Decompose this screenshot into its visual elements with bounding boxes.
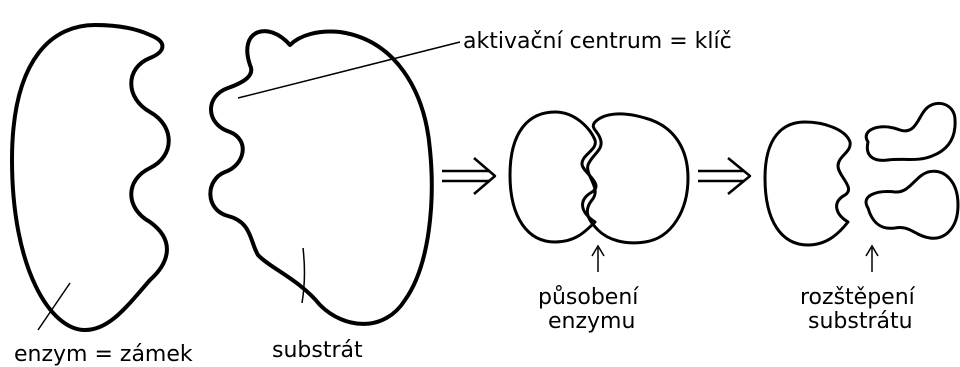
implies-arrow-icon <box>442 158 495 194</box>
enzyme-substrate-complex <box>510 112 688 272</box>
substrate-label: substrát <box>272 338 363 363</box>
action-label-line1: působení <box>538 285 639 310</box>
substrate-shape <box>210 31 431 324</box>
complex-enzyme-shape <box>510 112 596 242</box>
substrate-fragment-bottom <box>866 171 958 238</box>
cleaved-substrate-stage <box>765 103 958 272</box>
cleavage-label-line2: substrátu <box>808 309 913 334</box>
substrate-leader <box>302 248 304 303</box>
substrate-fragment-top <box>866 103 955 160</box>
enzyme-label: enzym = zámek <box>14 342 193 367</box>
cleavage-label-line1: rozštěpení <box>800 285 916 310</box>
implies-arrow-icon <box>698 158 750 194</box>
active-center-leader <box>238 42 460 98</box>
active-center-label: aktivační centrum = klíč <box>463 29 732 54</box>
complex-substrate-shape <box>587 114 688 243</box>
enzyme-shape <box>12 25 169 330</box>
free-enzyme-shape <box>765 122 850 245</box>
action-label-line2: enzymu <box>548 309 635 334</box>
